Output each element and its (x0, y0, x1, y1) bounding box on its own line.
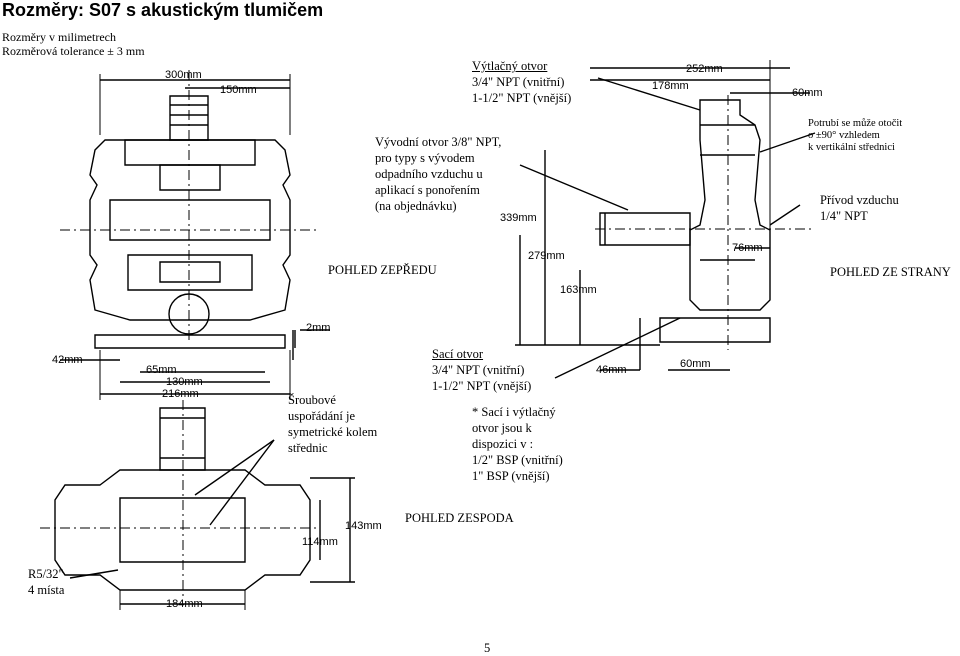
air-inlet-line: 1/4" NPT (820, 209, 868, 223)
exhaust-note-line: Vývodní otvor 3/8" NPT, (375, 135, 502, 149)
exhaust-note-line: pro typy s vývodem (375, 151, 475, 165)
air-inlet-line: Přívod vzduchu (820, 193, 899, 207)
dim-178: 178mm (652, 80, 689, 92)
dim-60-bottom: 60mm (680, 358, 711, 370)
tolerance-note: Rozměrová tolerance ± 3 mm (2, 44, 145, 58)
suction-title: Sací otvor (432, 347, 484, 361)
exhaust-note: Vývodní otvor 3/8" NPT, pro typy s vývod… (375, 134, 501, 214)
pipe-rotation-note: Potrubí se může otočit o ±90° vzhledem k… (808, 118, 902, 154)
radius-note-line: R5/32" (28, 567, 64, 581)
front-view-label: POHLED ZEPŘEDU (328, 263, 437, 277)
radius-note-line: 4 místa (28, 583, 65, 597)
exhaust-note-line: aplikací s ponořením (375, 183, 480, 197)
side-view-drawing (515, 60, 816, 379)
alt-ports-line: 1/2" BSP (vnitřní) (472, 453, 563, 467)
exhaust-note-line: odpadního vzduchu u (375, 167, 483, 181)
alt-ports-line: 1" BSP (vnější) (472, 469, 550, 483)
suction-line1: 3/4" NPT (vnitřní) (432, 363, 525, 377)
dim-150: 150mm (220, 84, 257, 96)
pipe-note-line: o ±90° vzhledem (808, 130, 880, 141)
dim-65: 65mm (146, 364, 177, 376)
pipe-note-line: k vertikální střednici (808, 142, 895, 153)
discharge-title: Výtlačný otvor (472, 59, 548, 73)
dim-130: 130mm (166, 376, 203, 388)
dim-114: 114mm (302, 536, 338, 548)
air-inlet-note: Přívod vzduchu 1/4" NPT (820, 192, 899, 224)
discharge-line1: 3/4" NPT (vnitřní) (472, 75, 565, 89)
dim-216: 216mm (162, 388, 199, 400)
dim-252: 252mm (686, 63, 723, 75)
dim-339: 339mm (500, 212, 537, 224)
units-note: Rozměry v milimetrech (2, 30, 116, 44)
dim-46: 46mm (596, 364, 627, 376)
bolt-note-line: Šroubové (288, 393, 336, 407)
dim-42: 42mm (52, 354, 83, 366)
exhaust-note-line: (na objednávku) (375, 199, 457, 213)
dim-60-top: 60mm (792, 87, 823, 99)
dim-163: 163mm (560, 284, 597, 296)
suction-port-label: Sací otvor 3/4" NPT (vnitřní) 1-1/2" NPT… (432, 346, 531, 394)
suction-line2: 1-1/2" NPT (vnější) (432, 379, 532, 393)
discharge-line2: 1-1/2" NPT (vnější) (472, 91, 572, 105)
alt-ports-note: * Sací i výtlačný otvor jsou k dispozici… (472, 404, 563, 484)
bolt-note-line: symetrické kolem (288, 425, 378, 439)
bottom-view-drawing (40, 400, 355, 610)
discharge-port-label: Výtlačný otvor 3/4" NPT (vnitřní) 1-1/2"… (472, 58, 571, 106)
pipe-note-line: Potrubí se může otočit (808, 118, 903, 129)
bottom-view-label: POHLED ZESPODA (405, 511, 514, 525)
dim-279: 279mm (528, 250, 565, 262)
dim-300: 300mm (165, 69, 202, 81)
dim-76: 76mm (732, 242, 763, 254)
front-view-drawing (60, 70, 330, 400)
dim-2: 2mm (306, 322, 331, 334)
page-title: Rozměry: S07 s akustickým tlumičem (2, 0, 324, 20)
alt-ports-line: otvor jsou k (472, 421, 532, 435)
page-number: 5 (484, 641, 491, 655)
radius-note: R5/32" 4 místa (28, 566, 64, 598)
bolt-note-line: uspořádání je (288, 409, 355, 423)
bolt-pattern-note: Šroubové uspořádání je symetrické kolem … (288, 392, 377, 456)
bolt-note-line: střednic (288, 441, 328, 455)
side-view-label: POHLED ZE STRANY (830, 265, 951, 279)
dim-184: 184mm (166, 598, 203, 610)
alt-ports-line: * Sací i výtlačný (472, 405, 556, 419)
dim-143: 143mm (345, 520, 382, 532)
alt-ports-line: dispozici v : (472, 437, 534, 451)
